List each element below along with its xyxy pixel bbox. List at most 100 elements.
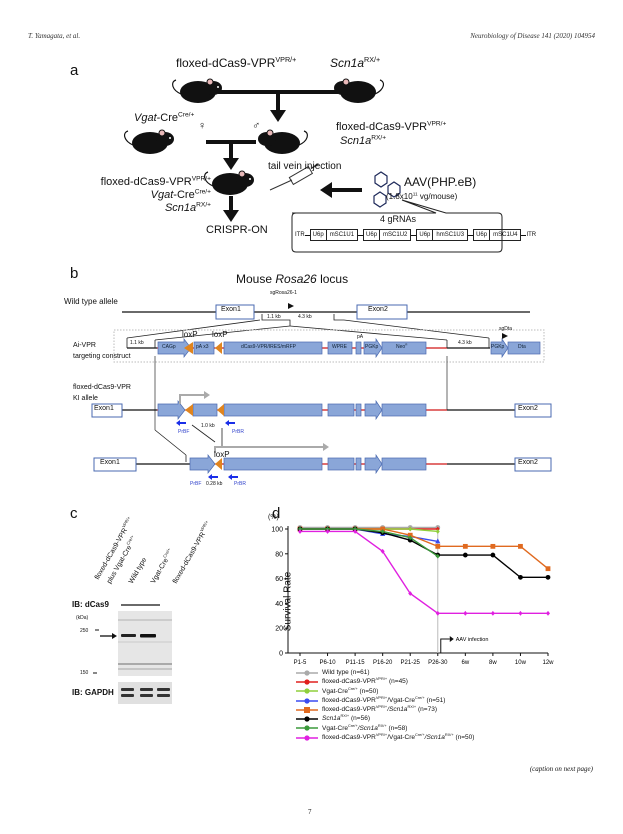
panel-b-label: b xyxy=(70,265,79,282)
dcas9-band xyxy=(140,634,156,638)
wpre-text: WPRE xyxy=(332,344,347,350)
data-point xyxy=(298,529,302,534)
rec-exon1-label: Exon1 xyxy=(100,459,120,466)
running-header-journal: Neurobiology of Disease 141 (2020) 10495… xyxy=(470,32,595,40)
x-tick-label: P21-25 xyxy=(401,660,421,666)
panel-a-label: a xyxy=(70,62,79,79)
parent2-genotype: Scn1aRX/+ xyxy=(330,55,381,70)
construct-kb1: 1.1 kb xyxy=(130,340,144,346)
wt-exon1-label: Exon1 xyxy=(221,306,241,313)
marker-250: 250 xyxy=(80,628,89,634)
kda-label: (kDa) xyxy=(76,615,89,621)
loxp-label: loxP xyxy=(214,450,230,459)
panel-d-label: d xyxy=(272,505,281,522)
dta-element xyxy=(507,341,541,355)
ib-dcas9-label: IB: dCas9 xyxy=(72,600,109,609)
legend-item: Vgat-CreCre/+/Scn1aRX/+ (n=58) xyxy=(296,723,474,733)
data-point xyxy=(407,532,413,538)
chart-legend: Wild type (n=61)floxed-dCas9-VPRVPR/+ (n… xyxy=(296,668,474,742)
ki-exon2-label: Exon2 xyxy=(518,405,538,412)
aav-arrow-head xyxy=(449,636,454,642)
neo-text: NeoR xyxy=(396,342,408,350)
loxp-label: loxP xyxy=(212,330,228,339)
y-tick-label: 0 xyxy=(279,651,283,658)
x-tick-label: 8w xyxy=(489,660,497,666)
data-point xyxy=(435,529,440,534)
legend-swatch xyxy=(296,725,318,732)
data-point xyxy=(518,574,523,580)
data-point xyxy=(325,529,330,534)
data-point xyxy=(545,574,551,580)
data-point xyxy=(408,526,413,532)
wt-exon1 xyxy=(215,304,255,320)
legend-swatch xyxy=(296,688,318,694)
data-point xyxy=(435,538,441,544)
legend-item: Scn1aRX/+ (n=56) xyxy=(296,714,474,723)
data-point xyxy=(490,543,496,549)
legend-swatch xyxy=(296,670,318,676)
legend-item: floxed-dCas9-VPRVPR/+ (n=45) xyxy=(296,677,474,686)
y-tick-label: 100 xyxy=(271,527,283,534)
wt-allele-label: Wild type allele xyxy=(64,297,118,306)
prbf-label: PrBF xyxy=(190,481,202,487)
running-header-authors: T. Yamagata, et al. xyxy=(28,32,81,40)
data-point xyxy=(380,526,386,532)
x-tick-label: P6-10 xyxy=(320,660,337,666)
data-point xyxy=(462,543,468,549)
legend-item: floxed-dCas9-VPRVPR/+/Vgat-CreCre/+ (n=5… xyxy=(296,695,474,705)
grna-callout-box xyxy=(291,199,503,253)
aav-label: AAV(PHP.eB) xyxy=(404,175,477,189)
pgkp2-text: PGKp xyxy=(491,344,505,350)
dcas9-text: dCas9-VPR/IRES/mRFP xyxy=(241,344,297,350)
series-line-6 xyxy=(300,528,439,557)
aav-dose: (1.8x1011 vg/mouse) xyxy=(386,192,458,201)
crispr-on-label: CRISPR-ON xyxy=(206,224,268,236)
data-point xyxy=(462,552,468,558)
legend-item: Wild type (n=61) xyxy=(296,668,474,677)
data-point xyxy=(380,529,385,534)
caption-note: (caption on next page) xyxy=(529,765,593,773)
pa-label: pA xyxy=(357,334,364,340)
data-point xyxy=(490,610,495,616)
dta-text: Dta xyxy=(518,344,526,350)
parent1-genotype: floxed-dCas9-VPRVPR/+ xyxy=(176,55,297,70)
cagp-element xyxy=(157,337,192,359)
syringe-icon xyxy=(269,163,319,191)
cagp-text: CAGp xyxy=(162,344,176,350)
male-symbol: ♂ xyxy=(252,120,261,132)
y-tick-label: 40 xyxy=(275,601,283,608)
x-tick-label: 6w xyxy=(461,660,469,666)
pa-x3-element xyxy=(193,341,215,355)
legend-item: Vgat-CreCre/+ (n=50) xyxy=(296,686,474,696)
data-point xyxy=(380,548,385,554)
loxp-label: loxP xyxy=(182,330,198,339)
data-point xyxy=(546,610,550,616)
x-tick-label: P1-5 xyxy=(294,660,307,666)
sgrosa26-arrowhead xyxy=(288,303,294,309)
x-tick-label: P11-15 xyxy=(346,660,366,666)
legend-swatch xyxy=(296,735,318,741)
aav-annotation: AAV infection xyxy=(456,637,489,643)
construct-kb2: 4.3 kb xyxy=(458,340,472,346)
data-point xyxy=(408,535,413,541)
offspring-genotype: floxed-dCas9-VPRVPR/+ Vgat-CreCre/+ Scn1… xyxy=(100,175,211,214)
legend-item: floxed-dCas9-VPRVPR/+/Vgat-CreCre/+/Scn1… xyxy=(296,732,474,742)
x-tick-label: 12w xyxy=(542,660,554,666)
pa-x3-text: pA x3 xyxy=(196,344,209,350)
aav-arrow xyxy=(440,638,450,653)
panel-c-label: c xyxy=(70,505,78,522)
data-point xyxy=(408,591,413,596)
x-tick-label: P16-20 xyxy=(373,660,393,666)
gapdh-blot xyxy=(118,682,172,704)
male-genotype: floxed-dCas9-VPRVPR/+ Scn1aRX/+ xyxy=(336,120,447,147)
data-point xyxy=(463,610,468,616)
wt-exon2-label: Exon2 xyxy=(368,306,388,313)
legend-swatch xyxy=(296,716,318,722)
band-arrow-icon xyxy=(112,633,117,639)
marker-150: 150 xyxy=(80,670,89,676)
female-symbol: ♀ xyxy=(198,120,207,132)
